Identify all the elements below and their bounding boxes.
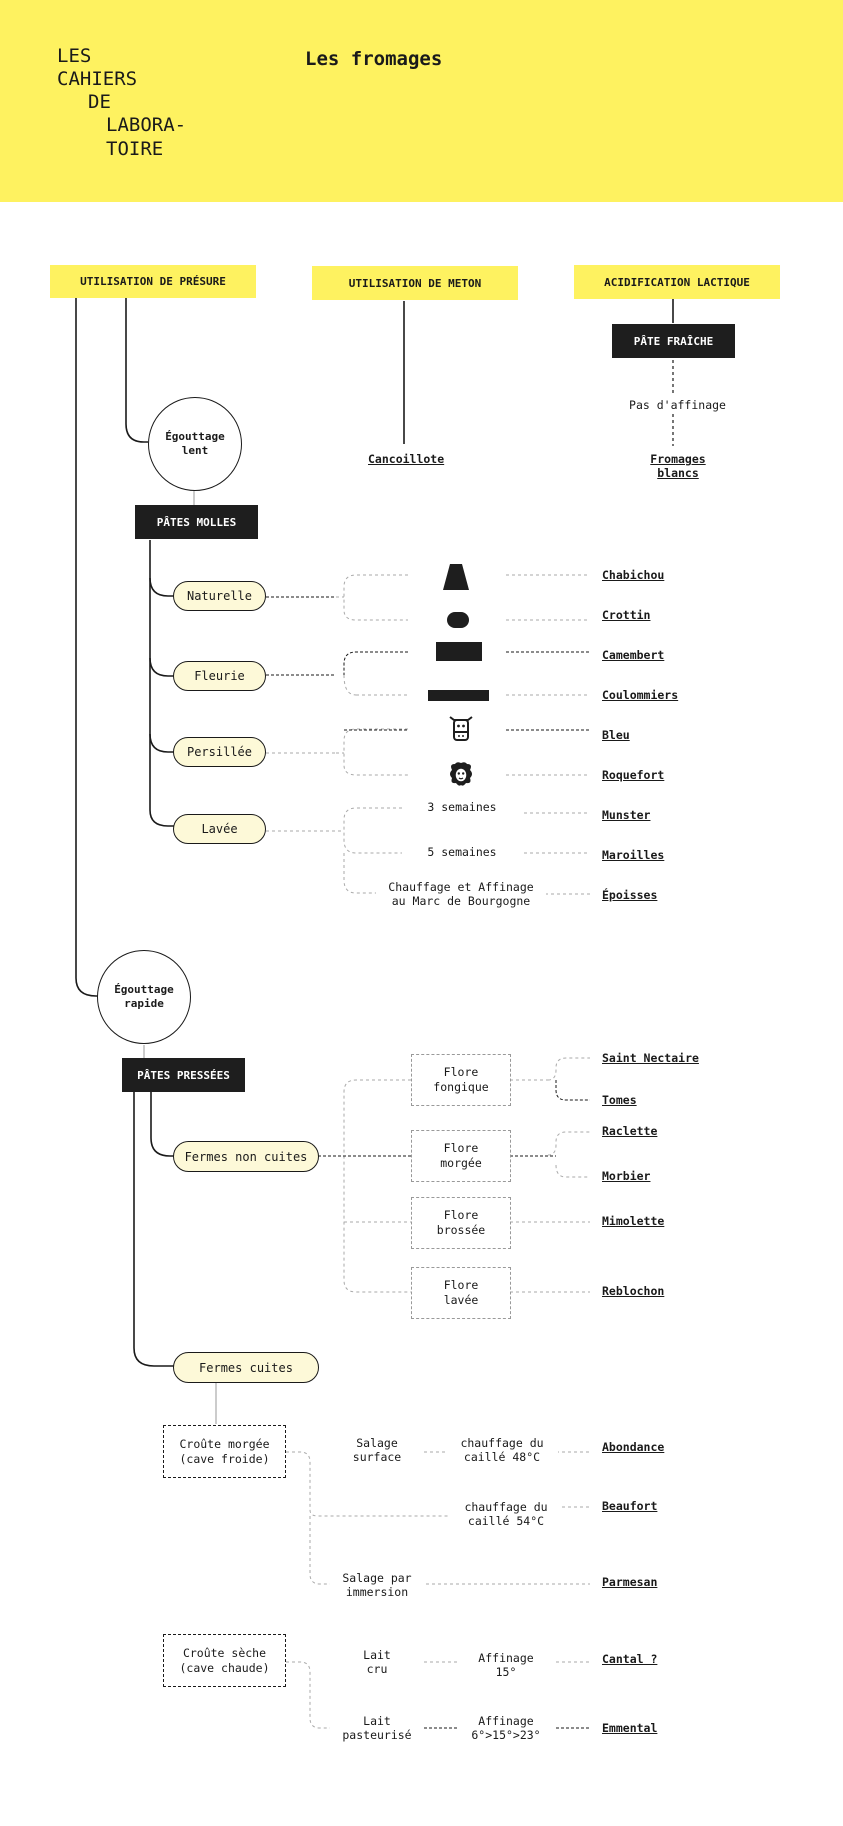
cheese-emmental: Emmental: [602, 1721, 658, 1735]
pates-molles-box: PÂTES MOLLES: [135, 505, 258, 539]
salage-surface-note: Salage surface: [352, 1436, 402, 1464]
cheese-chabichou: Chabichou: [602, 568, 665, 582]
category-meton: UTILISATION DE METON: [312, 266, 518, 300]
cheese-cantal: Cantal ?: [602, 1652, 658, 1666]
cheese-maroilles: Maroilles: [602, 848, 665, 862]
cheese-parmesan: Parmesan: [602, 1575, 658, 1589]
egouttage-lent-circle: Égouttage lent: [148, 397, 242, 491]
croute-morgee-box: Croûte morgée (cave froide): [163, 1425, 286, 1478]
cheese-reblochon: Reblochon: [602, 1284, 665, 1298]
affinage-multi-note: Affinage 6°>15°>23°: [471, 1714, 541, 1742]
cheese-beaufort: Beaufort: [602, 1499, 658, 1513]
rounded-cylinder-icon: [447, 612, 469, 628]
type-fermes-cuites: Fermes cuites: [173, 1352, 319, 1383]
brand-line-1: LES: [57, 45, 92, 67]
brand-line-5: TOIRE: [106, 138, 164, 160]
cheese-tomes: Tomes: [602, 1093, 637, 1107]
pas-affinage-note: Pas d'affinage: [629, 398, 726, 412]
type-fermes-non-cuites: Fermes non cuites: [173, 1141, 319, 1172]
note-3-semaines: 3 semaines: [402, 800, 522, 814]
cow-icon: [449, 716, 473, 741]
cheese-abondance: Abondance: [602, 1440, 665, 1454]
brand-line-2: CAHIERS: [57, 68, 138, 90]
pate-fraiche-box: PÂTE FRAÎCHE: [612, 324, 735, 358]
cheese-raclette: Raclette: [602, 1124, 658, 1138]
brand-line-3: DE: [88, 91, 111, 113]
note-chauffage-affinage: Chauffage et Affinage au Marc de Bourgog…: [376, 880, 546, 908]
flore-lavee-box: Flore lavée: [411, 1267, 511, 1319]
type-persillee: Persillée: [173, 737, 266, 767]
flore-brossee-box: Flore brossée: [411, 1197, 511, 1249]
cheese-camembert: Camembert: [602, 648, 665, 662]
header-banner: LES CAHIERS DE LABORA- TOIRE Les fromage…: [0, 0, 843, 202]
croute-seche-box: Croûte sèche (cave chaude): [163, 1634, 286, 1687]
cheese-mimolette: Mimolette: [602, 1214, 665, 1228]
cheese-saint-nectaire: Saint Nectaire: [602, 1051, 699, 1065]
category-presure: UTILISATION DE PRÉSURE: [50, 265, 256, 298]
cheese-munster: Munster: [602, 808, 651, 822]
affinage-15-note: Affinage 15°: [478, 1651, 534, 1679]
type-naturelle: Naturelle: [173, 581, 266, 611]
pates-pressees-box: PÂTES PRESSÉES: [122, 1058, 245, 1092]
flore-fongique-box: Flore fongique: [411, 1054, 511, 1106]
brand-line-4: LABORA-: [106, 114, 187, 136]
truncated-pyramid-icon: [443, 564, 469, 590]
cheese-fromages-blancs: Fromages blancs: [650, 452, 706, 480]
cheese-crottin: Crottin: [602, 608, 651, 622]
cheese-morbier: Morbier: [602, 1169, 651, 1183]
flore-morgee-box: Flore morgée: [411, 1130, 511, 1182]
flat-round-icon: [436, 642, 482, 661]
sheep-icon: [450, 762, 472, 786]
salage-immersion-note: Salage par immersion: [330, 1571, 424, 1599]
cheese-epoisses: Époisses: [602, 888, 658, 902]
chauffage-54-note: chauffage du caillé 54°C: [450, 1500, 562, 1528]
cheese-bleu: Bleu: [602, 728, 630, 742]
category-lactique: ACIDIFICATION LACTIQUE: [574, 265, 780, 299]
large-flat-round-icon: [428, 690, 489, 701]
note-5-semaines: 5 semaines: [402, 845, 522, 859]
egouttage-rapide-circle: Égouttage rapide: [97, 950, 191, 1044]
type-fleurie: Fleurie: [173, 661, 266, 691]
cheese-coulommiers: Coulommiers: [602, 688, 679, 702]
type-lavee: Lavée: [173, 814, 266, 844]
cheese-roquefort: Roquefort: [602, 768, 665, 782]
page-title: Les fromages: [305, 48, 443, 70]
lait-cru-note: Lait cru: [363, 1648, 391, 1676]
lait-pasteurise-note: Lait pasteurisé: [330, 1714, 424, 1742]
chauffage-48-note: chauffage du caillé 48°C: [446, 1436, 558, 1464]
cheese-cancoillote: Cancoillote: [368, 452, 445, 466]
